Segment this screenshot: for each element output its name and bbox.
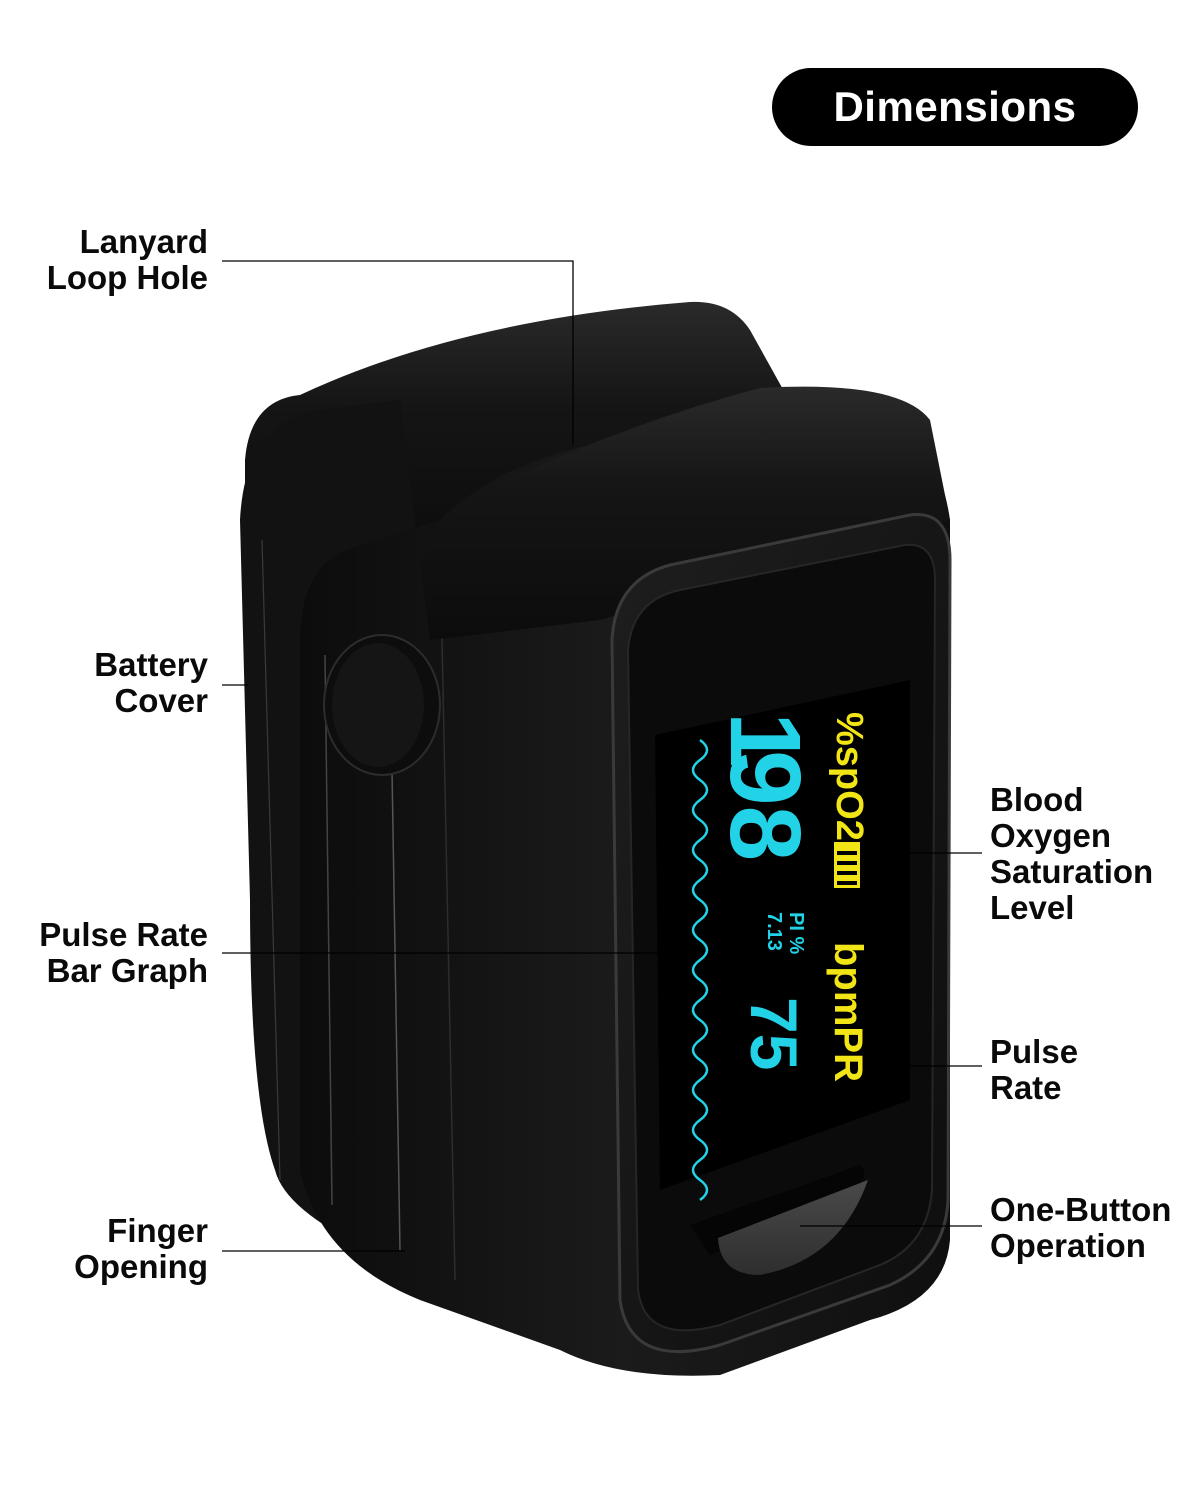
front-clip-top	[420, 386, 950, 640]
pulse-rate-unit-label: bpmPR	[826, 942, 870, 1082]
callout-pulse-rate: Pulse Rate	[990, 1033, 1079, 1106]
power-button	[690, 1165, 868, 1275]
battery-level-icon	[834, 842, 860, 888]
callout-blood-oxygen-saturation-level: Blood Oxygen Saturation Level	[990, 781, 1154, 926]
callout-battery-cover: Battery Cover	[94, 646, 208, 719]
oled-screen	[655, 680, 910, 1202]
spo2-unit-label: %spO2	[828, 712, 870, 841]
callout-lanyard-loop-hole: Lanyard Loop Hole	[46, 223, 208, 296]
callout-leader-lines	[222, 260, 982, 1252]
pi-label: PI %	[785, 912, 807, 955]
dimensions-badge: Dimensions	[772, 68, 1138, 146]
callout-pulse-rate-bar-graph: Pulse Rate Bar Graph	[39, 916, 208, 989]
dimensions-badge-label: Dimensions	[833, 83, 1077, 130]
pulse-waveform	[691, 738, 709, 1202]
spo2-value: 98	[709, 750, 821, 862]
battery-cover-knob	[323, 634, 441, 776]
pi-value: 7.13	[763, 912, 785, 951]
callout-one-button-operation: One-Button Operation	[990, 1191, 1172, 1264]
pulse-rate-value: 75	[737, 997, 811, 1071]
callout-finger-opening: Finger Opening	[74, 1212, 208, 1285]
